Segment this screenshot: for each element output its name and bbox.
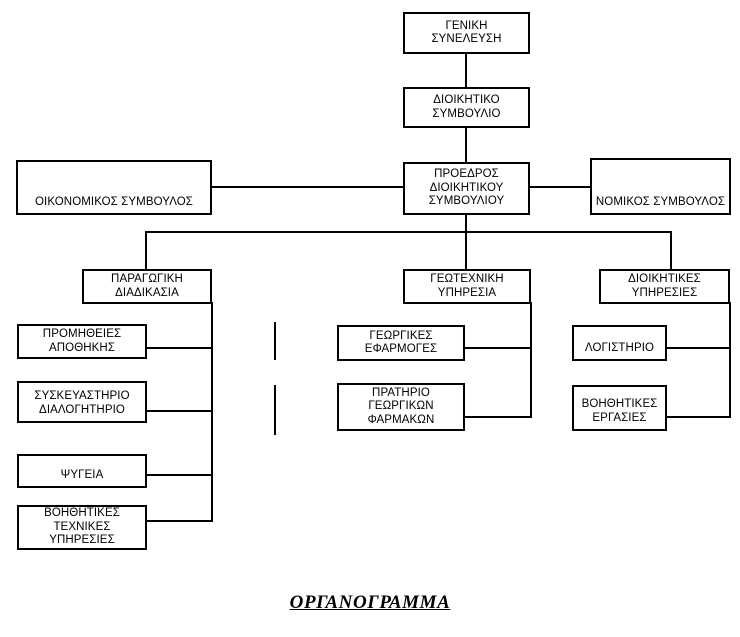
spine-administrative: [729, 302, 731, 418]
spine-production: [211, 302, 213, 522]
node-accounting[interactable]: ΛΟΓΙΣΤΗΡΙΟ: [572, 325, 667, 361]
connector-bus-to-administrative: [670, 231, 672, 271]
node-supplies-warehouse[interactable]: ΠΡΟΜΗΘΕΙΕΣ ΑΠΟΘΗΚΗΣ: [17, 324, 147, 359]
node-packaging-sorting-label: ΣΥΣΚΕΥΑΣΤΗΡΙΟ ΔΙΑΛΟΓΗΤΗΡΙΟ: [34, 390, 130, 416]
node-agronomic-service[interactable]: ΓΕΩΤΕΧΝΙΚΗ ΥΠΗΡΕΣΙΑ: [403, 269, 531, 304]
stub-refrigerators: [145, 474, 213, 476]
stub-supplies-warehouse: [145, 347, 213, 349]
connector-division-bus: [145, 231, 672, 233]
node-packaging-sorting[interactable]: ΣΥΣΚΕΥΑΣΤΗΡΙΟ ΔΙΑΛΟΓΗΤΗΡΙΟ: [17, 381, 147, 423]
connector-bus-to-agronomic: [465, 231, 467, 271]
connector-assembly-to-board: [465, 52, 467, 88]
stub-auxiliary-technical-services: [145, 520, 213, 522]
connector-president-to-legal-advisor: [529, 186, 591, 188]
stub-packaging-sorting: [145, 410, 213, 412]
node-legal-advisor[interactable]: ΝΟΜΙΚΟΣ ΣΥΜΒΟΥΛΟΣ: [590, 158, 731, 215]
spine-agronomic: [530, 302, 532, 418]
chart-caption: ΟΡΓΑΝΟΓΡΑΜΜΑ: [289, 592, 451, 613]
node-general-assembly[interactable]: ΓΕΝΙΚΗ ΣΥΝΕΛΕΥΣΗ: [403, 12, 530, 54]
connector-board-to-president: [465, 126, 467, 162]
node-auxiliary-works-label: ΒΟΗΘΗΤΙΚΕΣ ΕΡΓΑΣΙΕΣ: [581, 398, 658, 424]
node-agronomic-service-label: ΓΕΩΤΕΧΝΙΚΗ ΥΠΗΡΕΣΙΑ: [430, 273, 504, 299]
node-auxiliary-technical-services[interactable]: ΒΟΗΘΗΤΙΚΕΣ ΤΕΧΝΙΚΕΣ ΥΠΗΡΕΣΙΕΣ: [17, 505, 147, 550]
node-agrochemicals-store-label: ΠΡΑΤΗΡΙΟ ΓΕΩΡΓΙΚΩΝ ΦΑΡΜΑΚΩΝ: [367, 386, 435, 426]
node-financial-advisor-label: ΟΙΚΟΝΟΜΙΚΟΣ ΣΥΜΒΟΥΛΟΣ: [34, 195, 193, 208]
connector-bus-to-production: [145, 231, 147, 271]
node-production-process-label: ΠΑΡΑΓΩΓΙΚΗ ΔΙΑΔΙΚΑΣΙΑ: [111, 273, 183, 299]
node-refrigerators[interactable]: ΨΥΓΕΙΑ: [17, 454, 147, 488]
connector-president-drop: [465, 213, 467, 233]
node-agricultural-applications[interactable]: ΓΕΩΡΓΙΚΕΣ ΕΦΑΡΜΟΓΕΣ: [337, 325, 465, 361]
node-board-of-directors[interactable]: ΔΙΟΙΚΗΤΙΚΟ ΣΥΜΒΟΥΛΙΟ: [403, 87, 530, 128]
node-auxiliary-technical-services-label: ΒΟΗΘΗΤΙΚΕΣ ΤΕΧΝΙΚΕΣ ΥΠΗΡΕΣΙΕΣ: [44, 507, 120, 547]
node-supplies-warehouse-label: ΠΡΟΜΗΘΕΙΕΣ ΑΠΟΘΗΚΗΣ: [42, 328, 122, 354]
connector-president-to-financial-advisor: [212, 186, 404, 188]
node-president-label: ΠΡΟΕΔΡΟΣ ΔΙΟΙΚΗΤΙΚΟΥ ΣΥΜΒΟΥΛΙΟΥ: [428, 168, 505, 208]
node-refrigerators-label: ΨΥΓΕΙΑ: [60, 468, 104, 481]
stub-agricultural-applications: [464, 347, 532, 349]
stub-agrochemicals-store: [464, 416, 532, 418]
node-president[interactable]: ΠΡΟΕΔΡΟΣ ΔΙΟΙΚΗΤΙΚΟΥ ΣΥΜΒΟΥΛΙΟΥ: [403, 162, 530, 215]
node-board-of-directors-label: ΔΙΟΙΚΗΤΙΚΟ ΣΥΜΒΟΥΛΙΟ: [432, 94, 501, 120]
node-legal-advisor-label: ΝΟΜΙΚΟΣ ΣΥΜΒΟΥΛΟΣ: [595, 195, 726, 208]
node-financial-advisor[interactable]: ΟΙΚΟΝΟΜΙΚΟΣ ΣΥΜΒΟΥΛΟΣ: [16, 160, 212, 215]
node-accounting-label: ΛΟΓΙΣΤΗΡΙΟ: [584, 341, 655, 354]
separator-tick-lower: [274, 385, 276, 435]
separator-tick-upper: [274, 322, 276, 360]
node-general-assembly-label: ΓΕΝΙΚΗ ΣΥΝΕΛΕΥΣΗ: [431, 19, 502, 46]
node-agricultural-applications-label: ΓΕΩΡΓΙΚΕΣ ΕΦΑΡΜΟΓΕΣ: [364, 329, 438, 356]
node-administrative-services-label: ΔΙΟΙΚΗΤΙΚΕΣ ΥΠΗΡΕΣΙΕΣ: [628, 273, 701, 299]
stub-auxiliary-works: [666, 416, 731, 418]
node-agrochemicals-store[interactable]: ΠΡΑΤΗΡΙΟ ΓΕΩΡΓΙΚΩΝ ΦΑΡΜΑΚΩΝ: [337, 383, 465, 431]
stub-accounting: [666, 347, 731, 349]
node-administrative-services[interactable]: ΔΙΟΙΚΗΤΙΚΕΣ ΥΠΗΡΕΣΙΕΣ: [599, 269, 730, 304]
node-auxiliary-works[interactable]: ΒΟΗΘΗΤΙΚΕΣ ΕΡΓΑΣΙΕΣ: [572, 385, 667, 431]
node-production-process[interactable]: ΠΑΡΑΓΩΓΙΚΗ ΔΙΑΔΙΚΑΣΙΑ: [82, 269, 212, 304]
